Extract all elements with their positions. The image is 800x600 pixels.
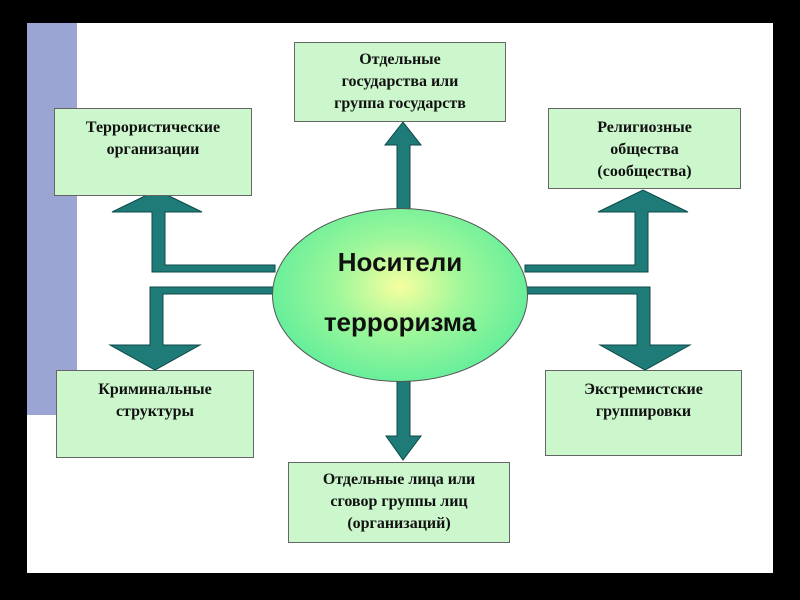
node-text: группировки bbox=[595, 403, 692, 420]
arrow-top bbox=[383, 121, 423, 213]
node-bottom-left: Криминальные структуры bbox=[56, 370, 254, 458]
arrow-bottom-left bbox=[108, 286, 276, 371]
node-text: группа государств bbox=[334, 95, 466, 112]
node-text: сговор группы лиц bbox=[330, 493, 468, 510]
arrow-top-left bbox=[111, 189, 276, 273]
node-bottom: Отдельные лица или сговор группы лиц (ор… bbox=[288, 462, 510, 543]
node-text: Отдельные лица или bbox=[322, 471, 476, 488]
node-top-left: Террористические организации bbox=[54, 108, 252, 196]
node-text: Террористические bbox=[85, 119, 221, 136]
arrow-bottom-right bbox=[524, 286, 692, 371]
node-top: Отдельные государства или группа государ… bbox=[294, 42, 506, 122]
arrow-top-right bbox=[524, 189, 689, 273]
accent-bar bbox=[27, 23, 77, 415]
node-bottom-right: Экстремистские группировки bbox=[545, 370, 742, 456]
node-text: Отдельные bbox=[359, 51, 441, 68]
center-ellipse: Носители терроризма bbox=[272, 208, 528, 382]
node-text: Экстремистские bbox=[584, 381, 703, 398]
center-title-line2: терроризма bbox=[323, 307, 477, 337]
center-title-line1: Носители bbox=[337, 247, 463, 277]
node-text: общества bbox=[610, 141, 679, 158]
node-text: (сообщества) bbox=[597, 163, 692, 180]
node-text: Религиозные bbox=[597, 119, 692, 136]
node-top-right: Религиозные общества (сообщества) bbox=[548, 108, 741, 189]
node-text: Криминальные bbox=[98, 381, 212, 398]
node-text: государства или bbox=[341, 73, 459, 90]
node-text: (организаций) bbox=[347, 515, 451, 532]
arrow-bottom bbox=[385, 377, 422, 461]
node-text: организации bbox=[106, 141, 200, 158]
node-text: структуры bbox=[115, 403, 195, 420]
